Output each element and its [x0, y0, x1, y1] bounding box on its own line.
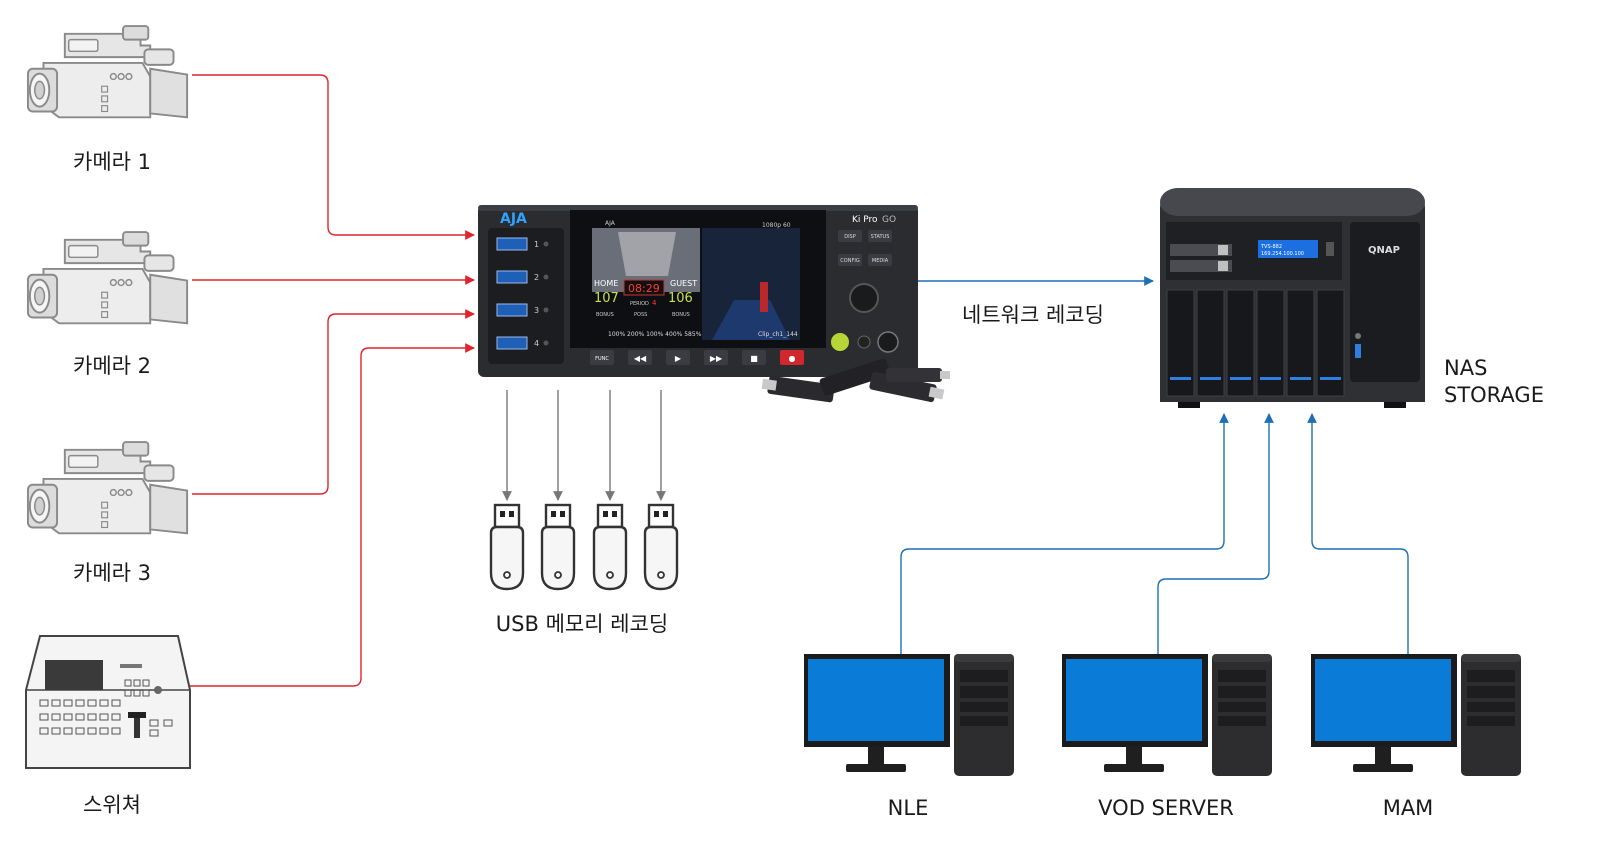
device-text: PERIOD — [630, 301, 649, 307]
device-text: MEDIA — [872, 258, 889, 264]
switcher-label: 스위쳐 — [83, 793, 141, 817]
device-text: ● — [789, 354, 796, 363]
usb-drive-1-icon — [489, 503, 525, 591]
device-text: CONFIG — [840, 258, 860, 264]
switcher-cable — [184, 343, 475, 687]
device-text: GUEST — [670, 279, 697, 288]
camera-3-label: 카메라 3 — [73, 561, 151, 585]
vod-server-link — [1153, 413, 1274, 667]
device-text: 4 — [534, 339, 539, 348]
camera-2-label: 카메라 2 — [73, 354, 151, 378]
camera-1-icon — [26, 25, 189, 119]
usb-port-1 — [496, 237, 528, 251]
usb-port-3 — [496, 303, 528, 317]
qnap-logo: QNAP — [1368, 245, 1400, 256]
nle-link — [896, 413, 1229, 667]
camera-3-cable — [192, 309, 475, 495]
device-text: AJA — [605, 220, 616, 227]
device-text: DISP — [844, 234, 856, 240]
vod-server-workstation-icon — [1063, 654, 1272, 776]
aja-logo: AJA — [500, 211, 527, 227]
qnap-nas-icon: TVS-882 169.254.100.100 QNAP — [1160, 188, 1425, 408]
usb-stick-pile — [761, 358, 950, 403]
ki-pro-go-recorder: 1 2 3 4 AJA AJA 1080p 60 HOME GUEST 08:2… — [478, 205, 950, 403]
mam-workstation-icon — [1312, 654, 1521, 776]
device-text: ▶▶ — [710, 354, 723, 363]
mam-link — [1307, 413, 1413, 667]
device-text: 107 — [594, 291, 619, 306]
mam-label: MAM — [1382, 796, 1434, 820]
device-text: TVS-882 — [1260, 244, 1282, 250]
usb-recording-label: USB 메모리 레코딩 — [495, 612, 669, 636]
usb-port-4 — [496, 336, 528, 350]
usb-drive-3-icon — [592, 503, 628, 591]
device-text: BONUS — [672, 312, 690, 318]
volume-knob — [877, 331, 899, 353]
camera-1-cable — [192, 74, 475, 240]
power-button — [831, 333, 849, 351]
camera-1-label: 카메라 1 — [73, 150, 151, 174]
device-text: ▶ — [675, 354, 682, 363]
nas-storage-label: NAS STORAGE — [1444, 356, 1544, 407]
video-switcher-icon — [25, 635, 191, 769]
usb-drive-2-icon — [540, 503, 576, 591]
device-text: 106 — [668, 291, 693, 306]
device-text: 1080p 60 — [762, 222, 791, 229]
headphone-jack — [857, 335, 871, 349]
device-text: ■ — [750, 354, 758, 363]
camera-2-icon — [26, 231, 189, 325]
device-text: 3 — [534, 306, 539, 315]
device-text: GO — [882, 215, 896, 225]
usb-port-2 — [496, 270, 528, 284]
nle-label: NLE — [887, 796, 929, 820]
usb-drive-4-icon — [643, 503, 679, 591]
device-text: 4 — [652, 299, 657, 307]
device-text: POSS — [634, 312, 647, 318]
device-text: Clip_ch1_144 — [758, 331, 798, 338]
vod-server-label: VOD SERVER — [1098, 796, 1234, 820]
nle-workstation-icon — [805, 654, 1014, 776]
device-text: 08:29 — [628, 282, 660, 295]
device-text: BONUS — [596, 312, 614, 318]
device-text: FUNC — [595, 356, 609, 362]
network-recording-label: 네트워크 레코딩 — [962, 303, 1104, 327]
device-text: 1 — [534, 240, 539, 249]
device-text: Ki Pro — [852, 215, 878, 225]
camera-3-icon — [26, 441, 189, 535]
device-text: ◀◀ — [634, 354, 647, 363]
jog-knob — [849, 283, 879, 313]
device-text: 2 — [534, 273, 539, 282]
device-text: 100% 200% 100% 400% 585% — [608, 331, 702, 338]
device-text: STATUS — [871, 234, 890, 240]
device-text: HOME — [594, 279, 618, 288]
device-text: 169.254.100.100 — [1261, 251, 1304, 257]
